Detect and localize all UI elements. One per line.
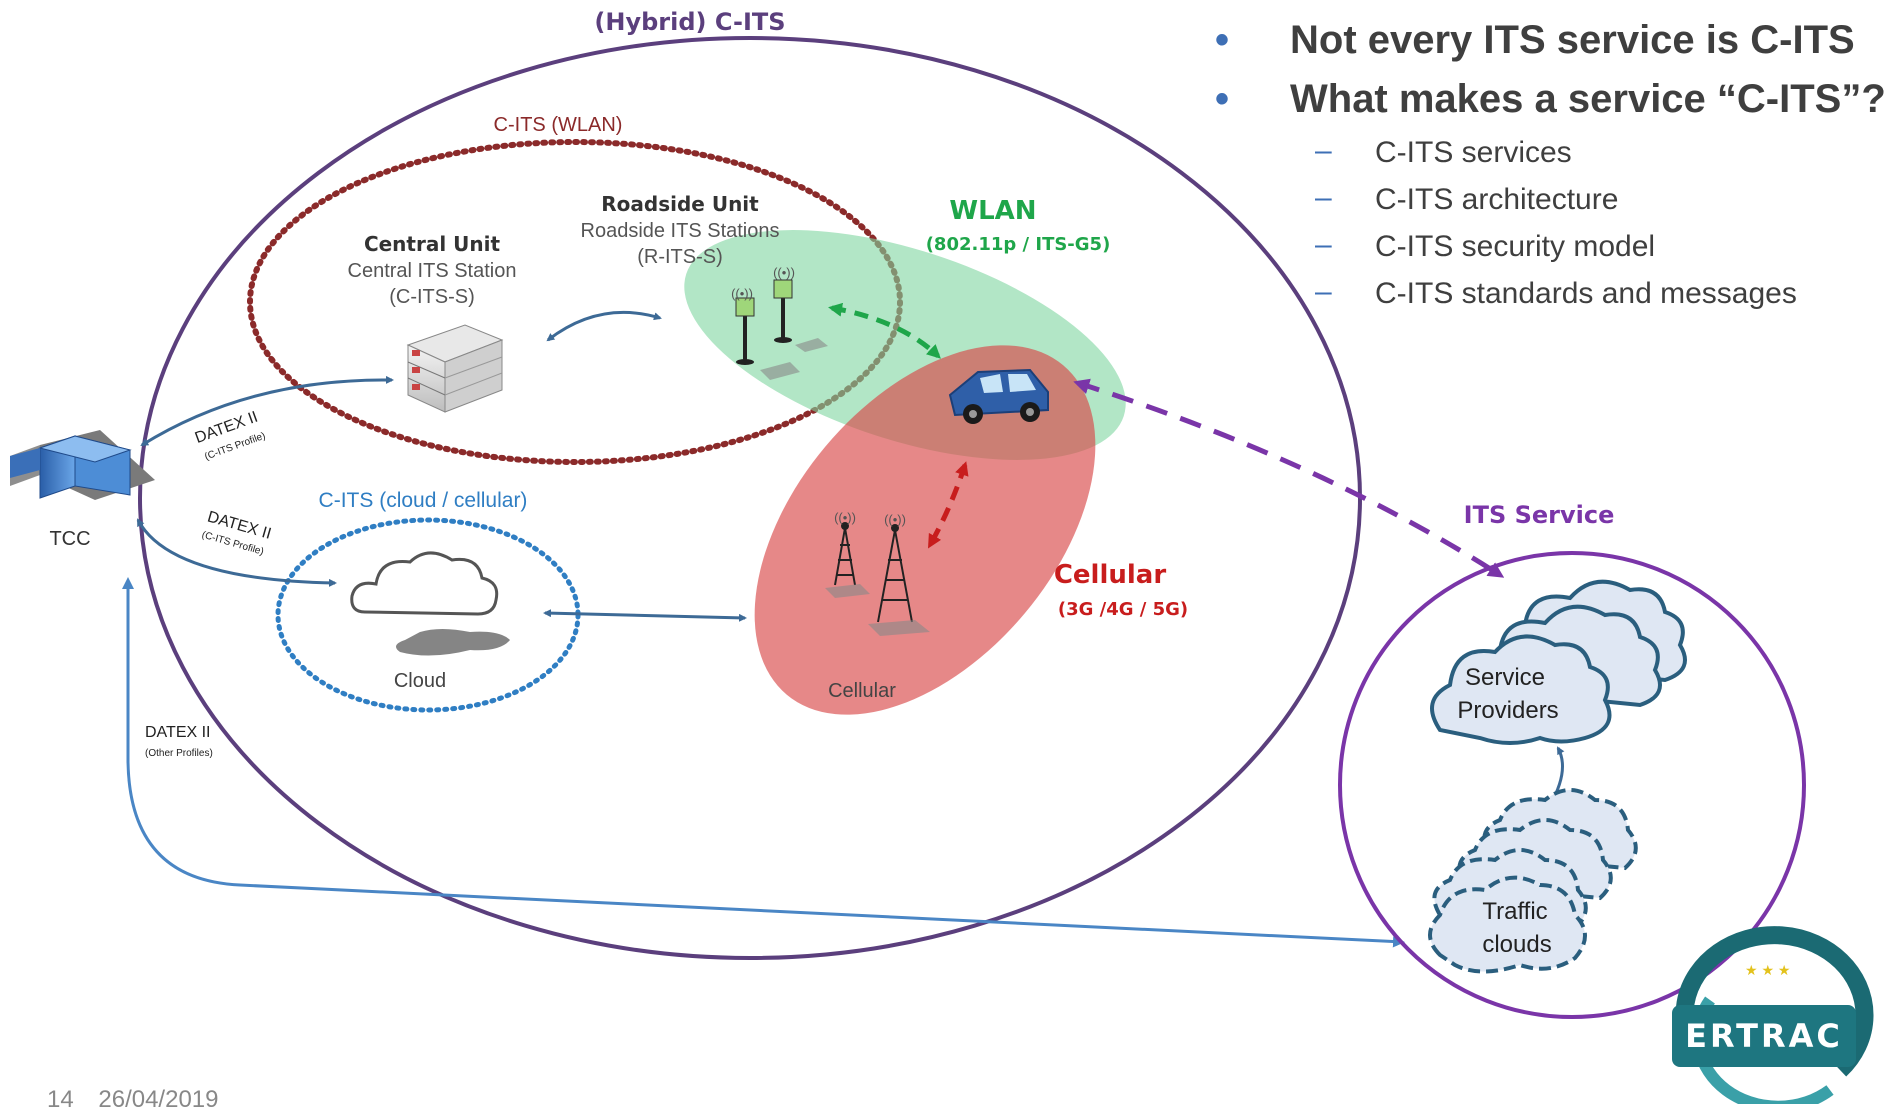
- wlan-link-arrow: [828, 302, 941, 359]
- c-its-wlan-label: C-ITS (WLAN): [494, 114, 623, 136]
- slide-date: 26/04/2019: [98, 1086, 219, 1113]
- central-unit-line2: (C-ITS-S): [389, 286, 475, 308]
- slide-footer: 14 26/04/2019: [47, 1086, 237, 1114]
- bullet-sub-2: –C-ITS architecture: [1315, 181, 1619, 216]
- bullet-sub-4: –C-ITS standards and messages: [1315, 275, 1797, 310]
- ertrac-logo: ERTRAC ★ ★ ★: [1672, 926, 1874, 1104]
- roadside-station-icon: ((•)) ((•)): [731, 265, 828, 380]
- bullet-main-1: •Not every ITS service is C-ITS: [1215, 18, 1855, 62]
- bullet-main-2-text: What makes a service “C-ITS”?: [1290, 77, 1885, 121]
- wlan-title: WLAN: [949, 196, 1036, 226]
- traffic-clouds-line1: Traffic: [1482, 898, 1547, 925]
- datex-3-sub: (Other Profiles): [145, 748, 213, 759]
- hybrid-c-its-title: (Hybrid) C-ITS: [594, 8, 785, 36]
- bullet-sub-3-text: C-ITS security model: [1375, 230, 1656, 263]
- cellular-tower-label: Cellular: [828, 680, 896, 702]
- car-icon: [948, 368, 1049, 424]
- wlan-sub: (802.11p / ITS-G5): [926, 234, 1111, 255]
- ertrac-logo-text: ERTRAC: [1685, 1017, 1843, 1055]
- svg-text:★ ★ ★: ★ ★ ★: [1745, 962, 1790, 978]
- service-providers-line2: Providers: [1457, 697, 1558, 724]
- bullet-sub-3: –C-ITS security model: [1315, 228, 1656, 263]
- roadside-unit-title: Roadside Unit: [601, 192, 759, 216]
- bullet-main-1-text: Not every ITS service is C-ITS: [1290, 18, 1855, 62]
- c-its-cloud-label: C-ITS (cloud / cellular): [319, 489, 528, 512]
- central-unit-line1: Central ITS Station: [348, 260, 517, 282]
- tcc-central-arrow: [140, 375, 394, 447]
- roadside-unit-line2: (R-ITS-S): [637, 246, 723, 268]
- cloud-icon: [350, 551, 510, 656]
- car-its-service-arrow: [1073, 378, 1505, 578]
- bullet-sub-1: –C-ITS services: [1315, 134, 1572, 169]
- cellular-title: Cellular: [1054, 560, 1167, 590]
- bullet-main-2: •What makes a service “C-ITS”?: [1215, 77, 1885, 121]
- tcc-building-icon: [10, 430, 155, 500]
- traffic-clouds-icon: [1428, 788, 1638, 974]
- svg-text:((•)): ((•)): [884, 512, 906, 527]
- bullet-list: •Not every ITS service is C-ITS •What ma…: [1215, 18, 1885, 324]
- cellular-sub: (3G /4G / 5G): [1058, 599, 1188, 620]
- server-icon: [406, 324, 504, 413]
- roadside-unit-line1: Roadside ITS Stations: [581, 220, 780, 242]
- service-providers-cloud-icon: [1430, 579, 1687, 745]
- svg-text:((•)): ((•)): [731, 286, 753, 301]
- its-service-title: ITS Service: [1464, 501, 1615, 529]
- central-roadside-arrow: [546, 310, 662, 342]
- bullet-sub-1-text: C-ITS services: [1375, 136, 1572, 169]
- traffic-clouds-line2: clouds: [1482, 931, 1551, 958]
- central-unit-title: Central Unit: [364, 232, 501, 256]
- cloud-cellular-arrow: [543, 609, 747, 622]
- page-number: 14: [47, 1086, 74, 1113]
- cloud-label: Cloud: [394, 670, 446, 692]
- tcc-traffic-clouds-arrow: [122, 577, 1405, 948]
- bullet-sub-4-text: C-ITS standards and messages: [1375, 277, 1797, 310]
- svg-text:((•)): ((•)): [773, 265, 795, 280]
- datex-3-main: DATEX II: [145, 724, 211, 741]
- tcc-label: TCC: [49, 528, 90, 550]
- its-service-circle: [1338, 551, 1806, 1019]
- cellular-link-arrow: [927, 461, 969, 549]
- service-providers-line1: Service: [1465, 664, 1545, 691]
- bullet-sub-2-text: C-ITS architecture: [1375, 183, 1619, 216]
- svg-text:((•)): ((•)): [834, 510, 856, 525]
